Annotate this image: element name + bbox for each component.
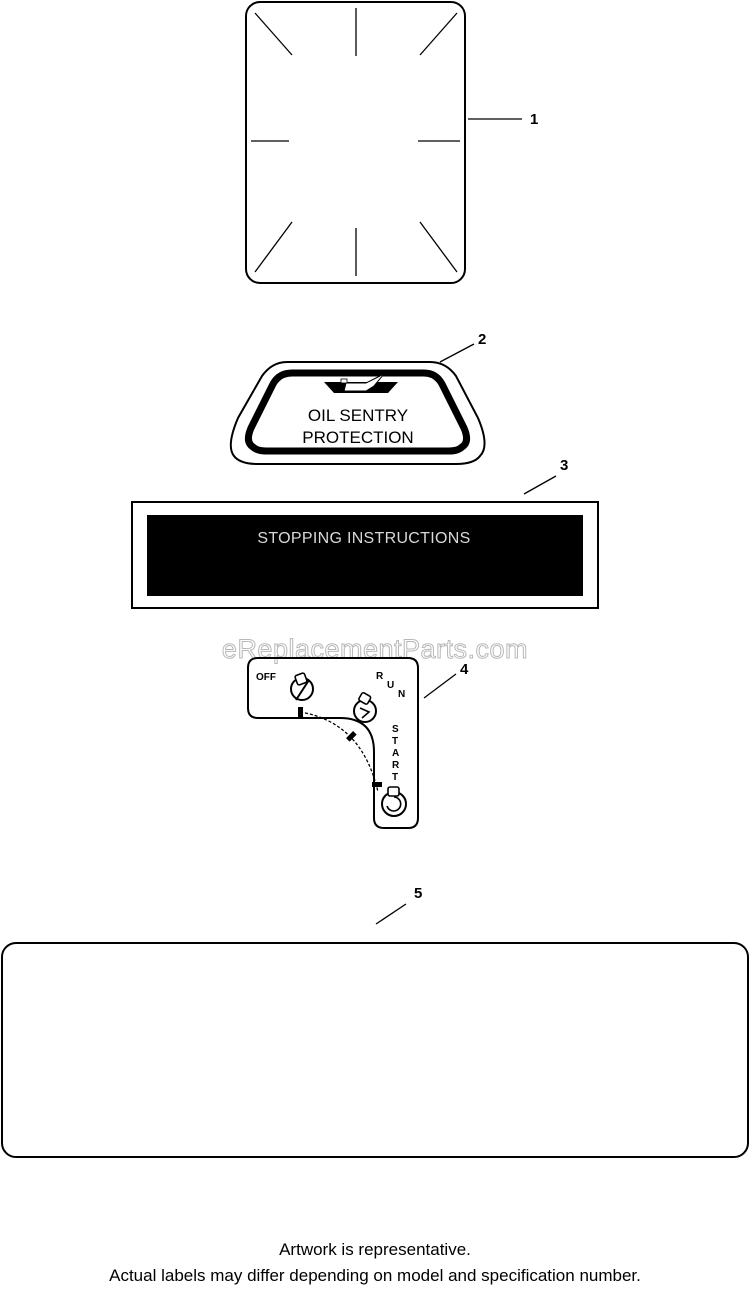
- footer-note-line-1: Artwork is representative.: [279, 1240, 471, 1259]
- callout-5: 5: [414, 885, 422, 902]
- callout-1: 1: [530, 111, 538, 128]
- part-3-stopping-instructions-label: STOPPING INSTRUCTIONS 3: [131, 457, 599, 609]
- switch-start-letter-r: R: [392, 760, 400, 771]
- stopping-instructions-text: STOPPING INSTRUCTIONS: [257, 530, 470, 547]
- oil-sentry-line-2: PROTECTION: [302, 428, 413, 447]
- callout-4: 4: [460, 661, 469, 678]
- watermark: eReplacementParts.com: [222, 634, 528, 664]
- switch-run-letter-n: N: [398, 689, 405, 700]
- start-position-icon: [381, 786, 407, 817]
- off-position-icon: [290, 672, 314, 701]
- oil-sentry-line-1: OIL SENTRY: [308, 406, 408, 425]
- switch-off-label: OFF: [256, 672, 276, 683]
- switch-run-letter-r: R: [376, 671, 384, 682]
- switch-start-letter-s: S: [392, 724, 399, 735]
- oil-can-icon: [324, 373, 398, 393]
- part-4-ignition-switch-decal: OFF R U N S T A R T 4: [247, 657, 469, 829]
- run-position-icon: [353, 691, 377, 723]
- switch-run-letter-u: U: [387, 680, 394, 691]
- footer-note-line-2: Actual labels may differ depending on mo…: [109, 1266, 641, 1285]
- part-1-blank-label: 1: [245, 1, 538, 284]
- callout-3: 3: [560, 457, 568, 474]
- switch-start-letter-t1: T: [392, 736, 398, 747]
- switch-start-letter-a: A: [392, 748, 399, 759]
- stopping-instructions-panel: [147, 515, 583, 596]
- switch-start-letter-t2: T: [392, 772, 398, 783]
- part-5-blank-label: 5: [1, 885, 749, 1158]
- callout-2: 2: [478, 331, 486, 348]
- part-2-oil-sentry-decal: OIL SENTRY PROTECTION 2: [229, 331, 486, 465]
